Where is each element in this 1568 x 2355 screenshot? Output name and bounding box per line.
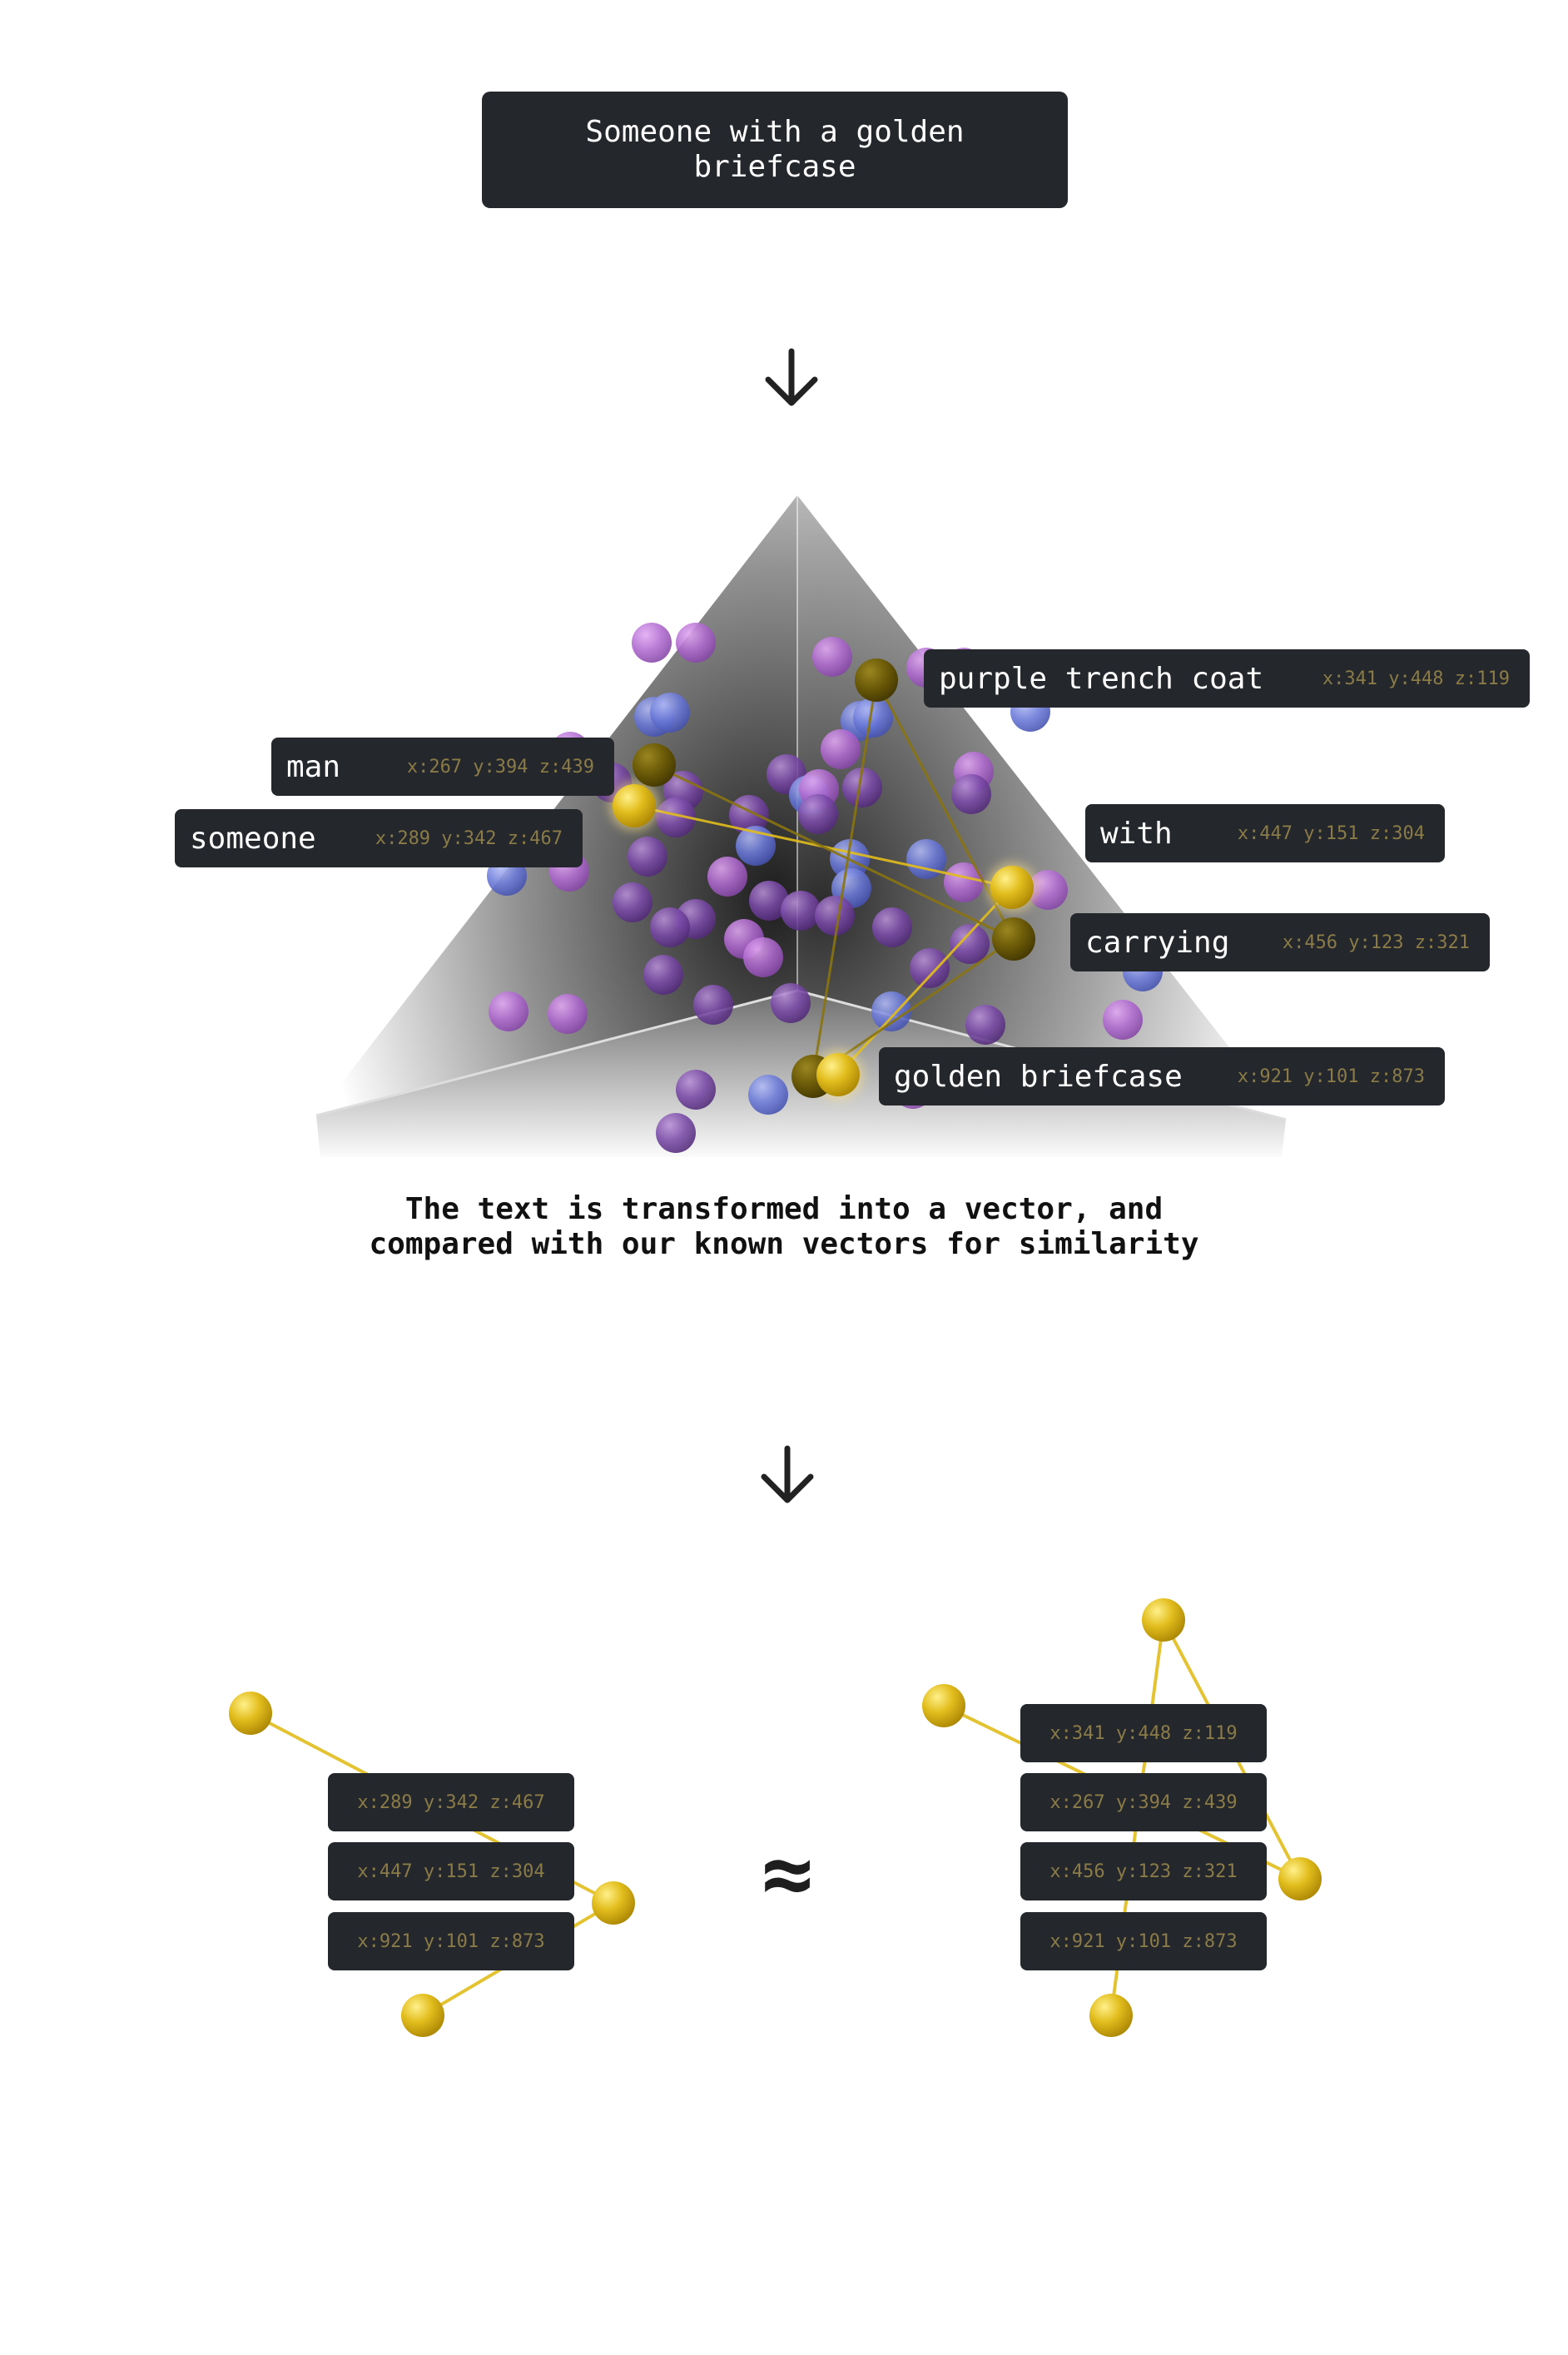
embedding-point-violet xyxy=(628,837,667,877)
embedding-point-blue xyxy=(736,826,776,866)
arrow-down-icon xyxy=(754,1442,821,1508)
arrow-down-icon xyxy=(758,345,825,411)
query-text: Someone with a golden briefcase xyxy=(585,115,965,184)
embedding-point-purple xyxy=(548,994,588,1034)
known-vector-box: x:921 y:101 z:873 xyxy=(1020,1912,1267,1970)
path-edge xyxy=(836,886,1014,1076)
query-graph-node xyxy=(229,1692,272,1735)
embedding-point-purple xyxy=(676,623,716,663)
query-node-man xyxy=(633,743,676,787)
embedding-point-purple xyxy=(489,991,528,1031)
embedding-point-purple xyxy=(1028,870,1068,910)
token-coordinates: x:267 y:394 z:439 xyxy=(406,756,594,778)
path-edge xyxy=(811,678,878,1078)
embedding-point-purple xyxy=(812,637,852,677)
caption: The text is transformed into a vector, a… xyxy=(369,1192,1199,1261)
query-node-carrying xyxy=(992,917,1035,961)
token-coordinates: x:289 y:342 z:467 xyxy=(375,827,563,849)
token-word: with xyxy=(1100,816,1173,851)
token-coordinates: x:456 y:123 z:321 xyxy=(1282,932,1470,953)
known-vector-box: x:267 y:394 z:439 xyxy=(1020,1773,1267,1831)
token-tag-with: with x:447 y:151 z:304 xyxy=(1085,804,1445,862)
token-tag-carrying: carrying x:456 y:123 z:321 xyxy=(1070,913,1490,971)
embedding-point-blue xyxy=(906,839,946,879)
embedding-point-violet xyxy=(781,891,821,931)
embedding-point-violet xyxy=(693,985,733,1025)
approx-equal-symbol: ≈ xyxy=(761,1822,814,1924)
known-graph-node xyxy=(1089,1994,1133,2037)
token-word: purple trench coat xyxy=(939,661,1264,696)
embedding-point-violet xyxy=(842,768,882,807)
embedding-point-violet xyxy=(656,1113,696,1153)
token-word: someone xyxy=(190,821,316,856)
known-graph-node xyxy=(1278,1857,1322,1900)
query-vector-box: x:289 y:342 z:467 xyxy=(328,1773,574,1831)
known-graph-node xyxy=(1142,1598,1185,1642)
query-node-someone xyxy=(613,784,656,827)
embedding-point-blue xyxy=(871,991,911,1031)
embedding-point-violet xyxy=(771,983,811,1023)
embedding-point-blue xyxy=(650,693,690,733)
embedding-point-violet xyxy=(613,882,653,922)
embedding-point-violet xyxy=(950,924,990,964)
embedding-point-violet xyxy=(872,907,912,947)
path-edge xyxy=(653,763,1015,941)
embedding-point-purple xyxy=(707,857,747,897)
embedding-point-purple xyxy=(1103,1000,1143,1040)
token-word: carrying xyxy=(1085,925,1230,960)
comparison-nodes xyxy=(229,1598,1322,2037)
token-tag-someone: someone x:289 y:342 z:467 xyxy=(175,809,583,867)
token-tag-golden-briefcase: golden briefcase x:921 y:101 z:873 xyxy=(879,1047,1445,1105)
query-token-nodes xyxy=(609,658,1037,1100)
embedding-point-violet xyxy=(798,794,838,834)
query-vector-box: x:921 y:101 z:873 xyxy=(328,1912,574,1970)
embedding-point-violet xyxy=(965,1005,1005,1045)
known-vector-box: x:341 y:448 z:119 xyxy=(1020,1704,1267,1762)
token-coordinates: x:341 y:448 z:119 xyxy=(1322,668,1510,689)
query-vector-box: x:447 y:151 z:304 xyxy=(328,1842,574,1900)
query-path-edges xyxy=(633,678,1015,1078)
query-text-box: Someone with a golden briefcase xyxy=(482,92,1068,208)
known-graph-node xyxy=(922,1684,965,1727)
embedding-point-purple xyxy=(821,729,861,769)
embedding-point-purple xyxy=(743,937,783,977)
token-word: golden briefcase xyxy=(894,1059,1183,1094)
query-node-purple-trench-coat xyxy=(855,658,898,702)
embedding-point-violet xyxy=(650,907,690,947)
known-vector-box: x:456 y:123 z:321 xyxy=(1020,1842,1267,1900)
embedding-point-violet xyxy=(951,774,991,814)
embedding-point-blue xyxy=(853,698,893,738)
token-tag-purple-trench-coat: purple trench coat x:341 y:448 z:119 xyxy=(924,649,1530,708)
embedding-point-purple xyxy=(944,862,984,902)
query-graph-node xyxy=(401,1994,444,2037)
embedding-point-blue xyxy=(748,1075,788,1115)
token-coordinates: x:447 y:151 z:304 xyxy=(1237,822,1425,844)
query-node-golden-briefcase xyxy=(816,1053,860,1096)
embedding-point-violet xyxy=(676,1070,716,1110)
embedding-point-violet xyxy=(815,896,855,936)
embedding-point-violet xyxy=(643,955,683,995)
embedding-point-violet xyxy=(749,881,789,921)
token-word: man xyxy=(286,749,341,784)
query-node-with xyxy=(990,866,1034,909)
query-graph-node xyxy=(592,1881,635,1925)
token-tag-man: man x:267 y:394 z:439 xyxy=(271,738,614,796)
embedding-point-violet xyxy=(910,948,950,988)
token-coordinates: x:921 y:101 z:873 xyxy=(1237,1066,1425,1087)
embedding-point-purple xyxy=(632,623,672,663)
embedding-point-violet xyxy=(656,797,696,837)
